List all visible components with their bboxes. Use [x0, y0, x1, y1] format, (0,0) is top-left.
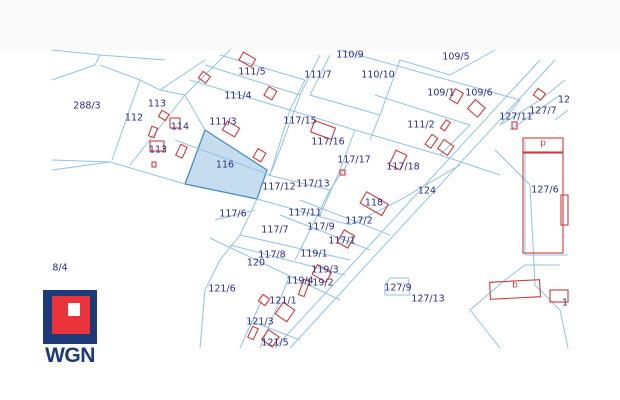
- parcel-label[interactable]: 111/2: [407, 120, 434, 131]
- parcel-label[interactable]: 114: [171, 122, 189, 133]
- parcel-label[interactable]: 117/11: [288, 208, 321, 219]
- parcel-boundaries: [51, 49, 569, 349]
- parcel-label[interactable]: 1: [562, 298, 568, 309]
- parcel-label[interactable]: 127/13: [411, 294, 444, 305]
- parcel-label[interactable]: 113: [148, 99, 166, 110]
- parcel-label[interactable]: 127/6: [531, 185, 558, 196]
- parcel-label[interactable]: 288/3: [73, 101, 100, 112]
- building-mark: b: [512, 281, 518, 291]
- parcel-label-highlighted[interactable]: 116: [216, 160, 234, 171]
- parcel-label[interactable]: 112: [125, 113, 143, 124]
- parcel-label[interactable]: 110/9: [336, 50, 363, 61]
- parcel-label[interactable]: 121/3: [246, 317, 273, 328]
- top-strip: [0, 0, 620, 50]
- parcel-label[interactable]: 110/10: [361, 70, 394, 81]
- logo-text: WGN: [45, 344, 95, 367]
- logo-red-square: [52, 296, 90, 334]
- wgn-logo: [43, 290, 97, 344]
- parcel-label[interactable]: 8/4: [52, 263, 67, 274]
- buildings: [147, 51, 569, 348]
- parcel-labels: 111/5 110/9 109/5 111/7 110/10 288/3 113…: [52, 50, 570, 349]
- parcel-label[interactable]: 121/5: [261, 338, 288, 349]
- parcel-label[interactable]: 117/6: [219, 209, 246, 220]
- parcel-label[interactable]: 117/18: [386, 162, 419, 173]
- parcel-label[interactable]: 113: [149, 145, 167, 156]
- parcel-label[interactable]: 111/5: [238, 67, 265, 78]
- parcel-label[interactable]: 127/11: [499, 112, 532, 123]
- parcel-label[interactable]: 119/4: [286, 276, 313, 287]
- parcel-label[interactable]: 124: [418, 186, 436, 197]
- parcel-label[interactable]: 117/9: [307, 222, 334, 233]
- parcel-label[interactable]: 117/16: [311, 137, 344, 148]
- parcel-label[interactable]: 127/7: [529, 106, 556, 117]
- parcel-label[interactable]: 117/13: [296, 179, 329, 190]
- parcel-label[interactable]: 119/1: [300, 249, 327, 260]
- parcel-label[interactable]: 117/7: [261, 225, 288, 236]
- parcel-label[interactable]: 117/8: [258, 250, 285, 261]
- parcel-label[interactable]: 12: [558, 95, 570, 106]
- parcel-label[interactable]: 109/6: [465, 88, 492, 99]
- parcel-label[interactable]: 118: [365, 198, 383, 209]
- parcel-label[interactable]: 121/1: [269, 296, 296, 307]
- building-mark: p: [540, 139, 546, 149]
- parcel-label[interactable]: 119/2: [306, 278, 333, 289]
- parcel-label[interactable]: 127/9: [384, 283, 411, 294]
- parcel-label[interactable]: 121/6: [208, 284, 235, 295]
- parcel-label[interactable]: 117/17: [337, 155, 370, 166]
- parcel-label[interactable]: 109/1: [427, 88, 454, 99]
- parcel-label[interactable]: 117/1: [328, 236, 355, 247]
- logo-white-square: [68, 303, 80, 316]
- parcel-label[interactable]: 117/2: [345, 216, 372, 227]
- parcel-label[interactable]: 117/15: [283, 116, 316, 127]
- parcel-label[interactable]: 111/7: [304, 70, 331, 81]
- parcel-label[interactable]: 117/12: [262, 182, 295, 193]
- parcel-label[interactable]: 109/5: [442, 52, 469, 63]
- parcel-label[interactable]: 111/3: [209, 117, 236, 128]
- parcel-label[interactable]: 120: [247, 258, 265, 269]
- parcel-label[interactable]: 119/3: [311, 265, 338, 276]
- parcel-label[interactable]: 111/4: [224, 91, 251, 102]
